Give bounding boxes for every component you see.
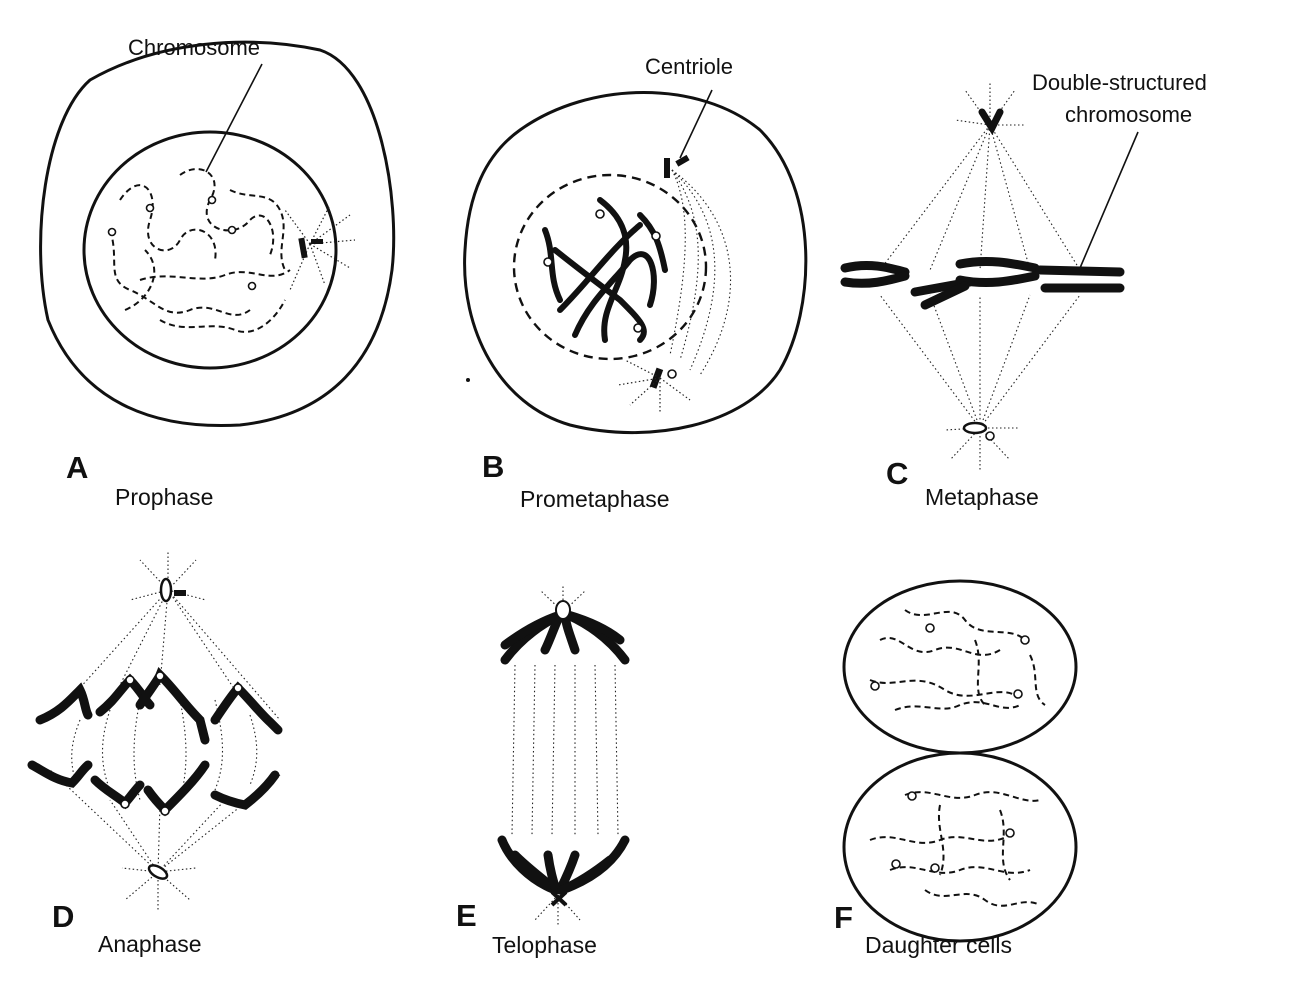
panel-d-phase: Anaphase xyxy=(98,931,202,957)
anaphase-centriole-top xyxy=(159,577,173,603)
double-structured-label-line1: Double-structured xyxy=(1032,70,1207,95)
prometaphase-nucleus xyxy=(512,173,708,361)
panel-b-prometaphase xyxy=(463,89,808,435)
panel-f-letter: F xyxy=(834,900,853,935)
prophase-nucleus xyxy=(82,130,338,370)
prometaphase-centriole-top xyxy=(664,158,670,178)
panel-b-phase: Prometaphase xyxy=(520,486,670,512)
double-structured-leader-line xyxy=(1079,131,1139,269)
panel-d-anaphase xyxy=(27,550,283,910)
panel-e-phase: Telophase xyxy=(492,932,597,958)
telophase-chromosomes-lower xyxy=(497,835,630,895)
panel-d-letter: D xyxy=(52,899,74,934)
anaphase-chromosomes-upper xyxy=(35,666,283,745)
centriole-label: Centriole xyxy=(645,54,733,79)
metaphase-spindle xyxy=(879,124,1081,429)
metaphase-centriole-top xyxy=(978,108,1004,136)
panel-e-letter: E xyxy=(456,898,477,933)
prophase-centriole xyxy=(298,237,308,259)
panel-a-phase: Prophase xyxy=(115,484,213,510)
daughter-cell-top xyxy=(842,579,1078,755)
prophase-chromatin xyxy=(109,168,291,333)
prophase-cell xyxy=(39,40,396,428)
panel-e-telophase xyxy=(497,585,630,925)
anaphase-centriole-bottom xyxy=(147,864,169,880)
panel-a-prophase xyxy=(39,40,396,428)
panel-f-daughter-cells xyxy=(842,579,1078,943)
metaphase-chromosomes xyxy=(840,256,1125,310)
prophase-centromeres xyxy=(107,195,257,291)
panel-b-letter: B xyxy=(482,449,504,484)
panel-c-metaphase xyxy=(840,82,1139,470)
anaphase-spindle xyxy=(49,589,281,873)
daughter-bottom-chromatin xyxy=(869,791,1041,907)
double-structured-label-line2: chromosome xyxy=(1065,102,1192,127)
prometaphase-spindle xyxy=(669,169,732,376)
prometaphase-cell xyxy=(463,91,808,435)
panel-a-letter: A xyxy=(66,450,88,485)
chromosome-leader-line xyxy=(205,63,263,173)
centriole-leader-line xyxy=(679,89,713,159)
telophase-chromosomes-upper xyxy=(500,610,630,665)
metaphase-centriole-bottom xyxy=(962,421,988,435)
panel-c-letter: C xyxy=(886,456,908,491)
telophase-spindle xyxy=(511,664,619,836)
daughter-top-chromatin xyxy=(869,609,1046,711)
chromosome-label: Chromosome xyxy=(128,35,260,60)
daughter-cell-bottom xyxy=(842,751,1078,943)
panel-c-phase: Metaphase xyxy=(925,484,1039,510)
anaphase-chromosomes-lower xyxy=(27,760,280,817)
panel-f-phase: Daughter cells xyxy=(865,932,1012,958)
